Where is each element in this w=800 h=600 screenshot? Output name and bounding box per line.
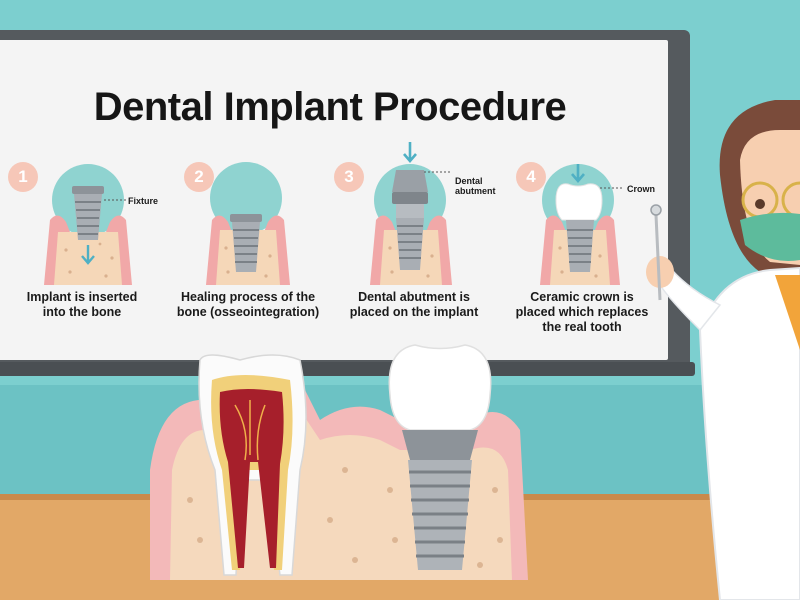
step-3-illustration [370, 142, 452, 285]
step-4-illustration [540, 164, 624, 285]
step-2-illustration [206, 162, 290, 285]
natural-tooth [198, 354, 307, 576]
step-2-number: 2 [184, 162, 214, 192]
crown-label: Crown [627, 184, 655, 194]
step-2-caption: Healing process of the bone (osseointegr… [176, 290, 320, 319]
step-4-caption: Ceramic crown is placed which replaces t… [515, 290, 649, 334]
fixture-label: Fixture [128, 196, 159, 206]
step-1-illustration [44, 164, 132, 285]
dentist [646, 100, 800, 600]
whiteboard-rail [0, 362, 695, 376]
step-1-caption: Implant is inserted into the bone [26, 290, 138, 319]
dental-abutment-label: Dental abutment [455, 176, 496, 196]
step-4-number: 4 [516, 162, 546, 192]
step-3-caption: Dental abutment is placed on the implant [349, 290, 479, 319]
step-3-number: 3 [334, 162, 364, 192]
step-1-number: 1 [8, 162, 38, 192]
diagram-title: Dental Implant Procedure [93, 85, 567, 129]
implant-tooth [388, 344, 492, 570]
